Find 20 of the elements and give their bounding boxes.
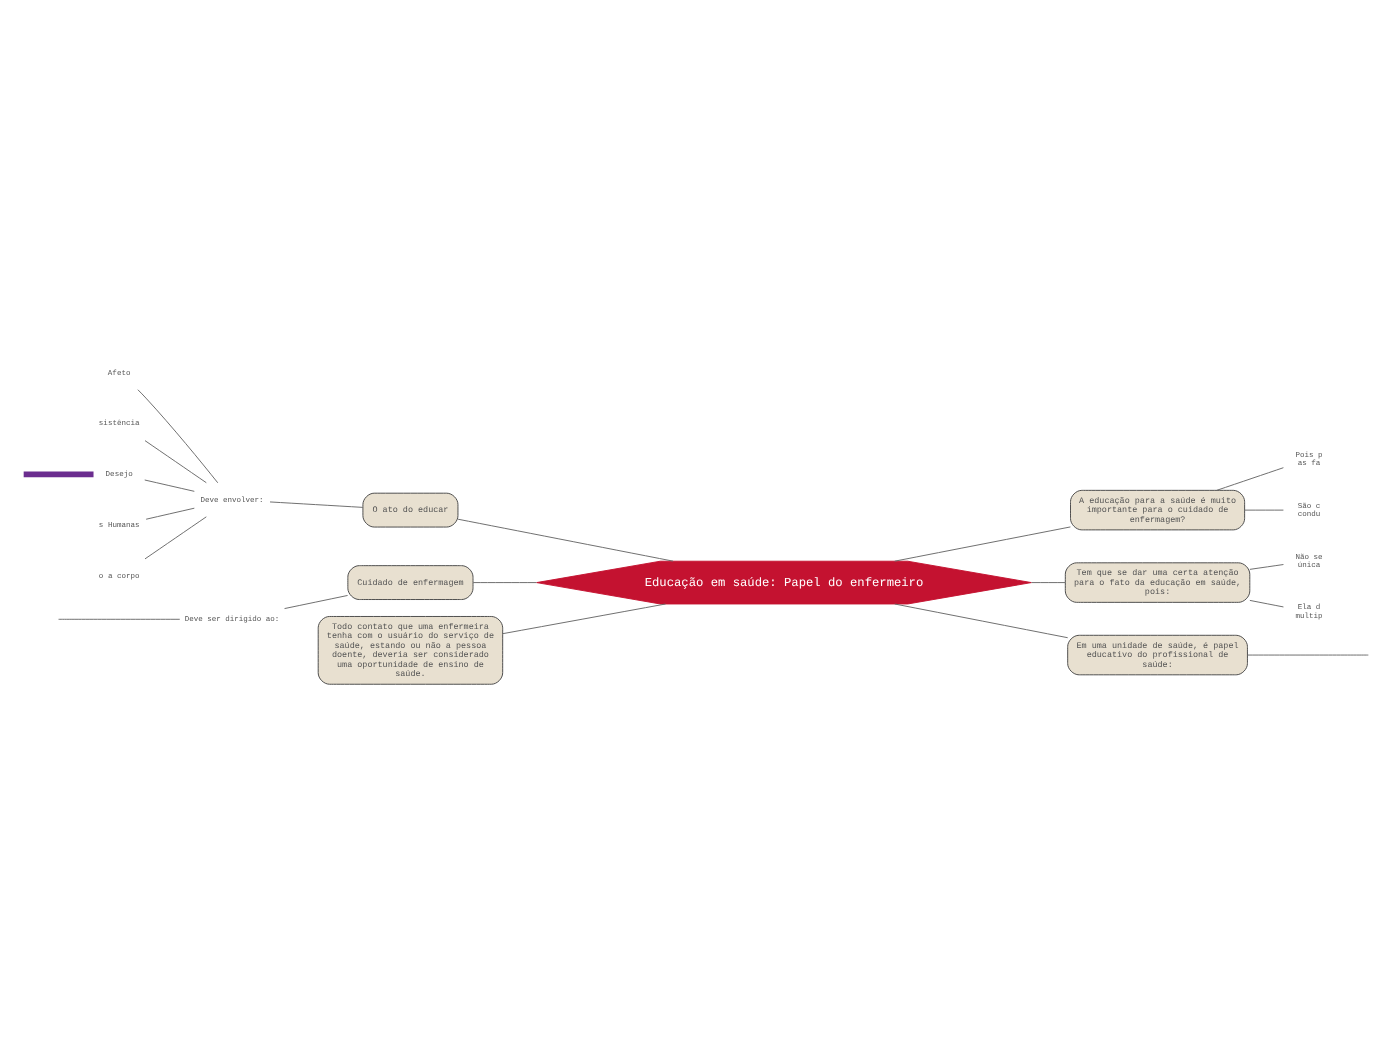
connector <box>284 595 349 610</box>
connector <box>1249 564 1284 570</box>
connector <box>144 516 207 560</box>
connector <box>894 526 1071 562</box>
connector <box>502 603 667 635</box>
connector <box>269 501 364 508</box>
connector <box>145 507 195 520</box>
connector <box>472 582 537 584</box>
connector <box>144 440 207 484</box>
connector <box>457 518 674 562</box>
connector <box>137 389 219 484</box>
connector <box>1247 654 1369 656</box>
connector <box>1216 467 1284 491</box>
connector <box>144 479 195 492</box>
connector <box>1031 582 1066 584</box>
connector <box>23 471 94 478</box>
connector <box>58 618 181 620</box>
connector <box>1244 509 1284 511</box>
connector <box>1249 599 1284 608</box>
connector <box>894 603 1069 639</box>
